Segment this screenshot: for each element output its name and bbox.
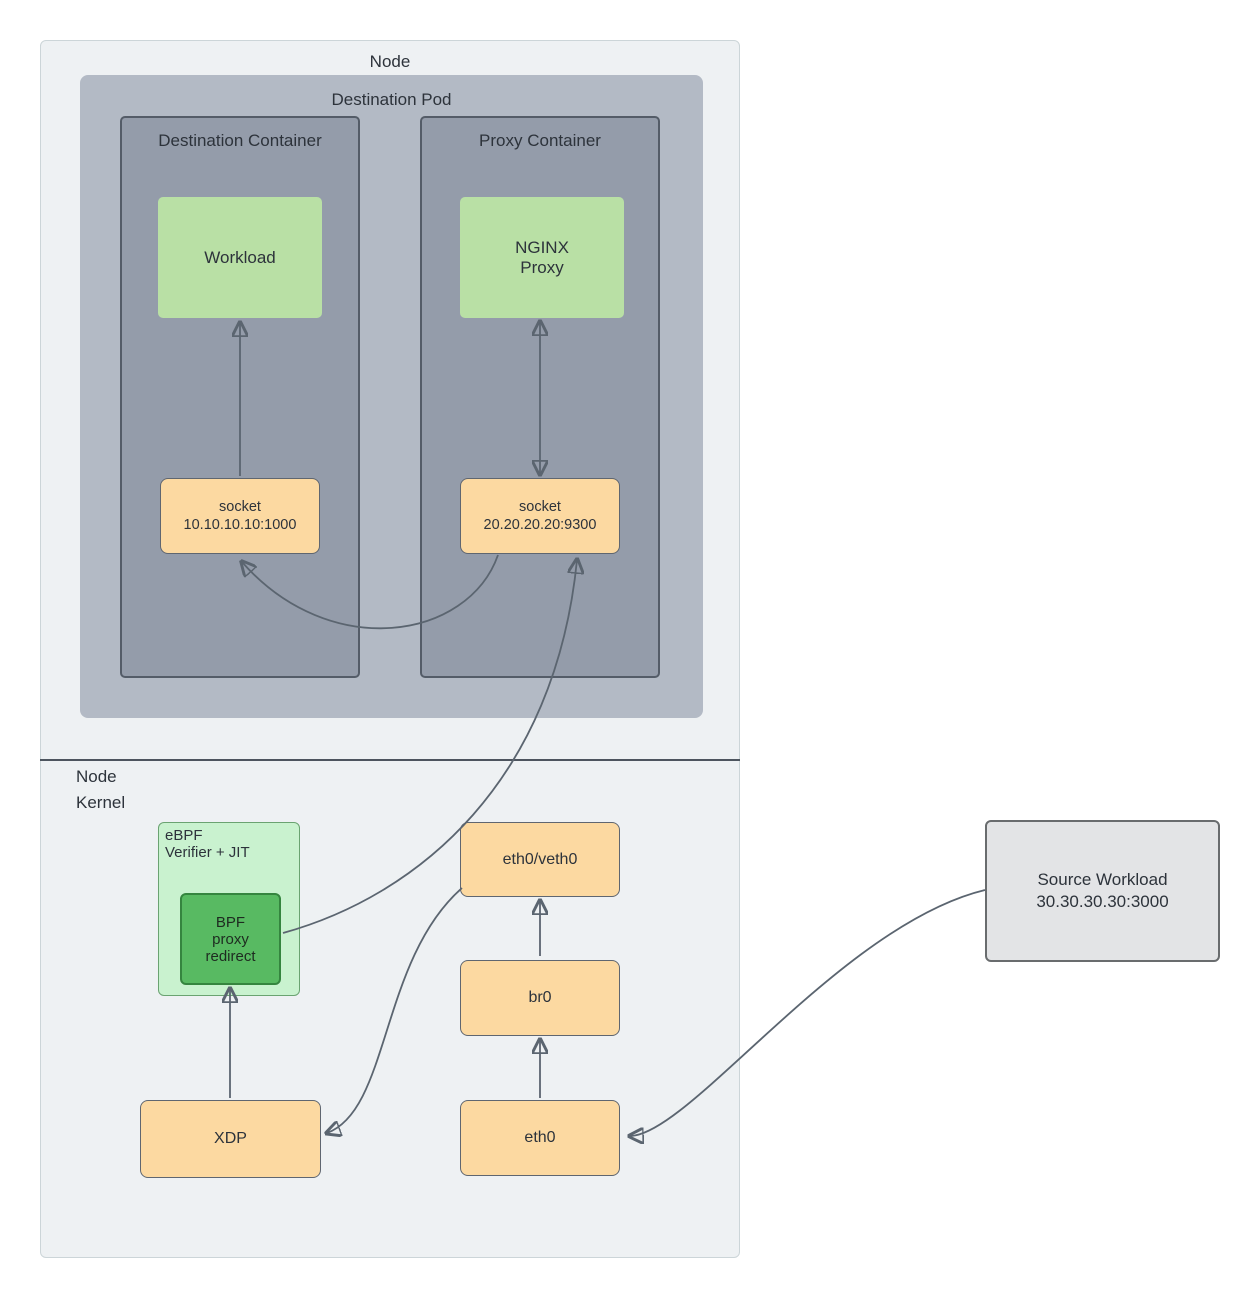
proxy-socket-node: socket 20.20.20.20:9300 [460, 478, 620, 554]
destination-socket-address: 10.10.10.10:1000 [183, 517, 297, 533]
workload-node: Workload [158, 197, 322, 318]
ebpf-verifier-title: eBPF Verifier + JIT [165, 827, 250, 861]
proxy-container-title: Proxy Container [479, 131, 601, 150]
destination-pod-title: Destination Pod [331, 90, 452, 109]
bpf-proxy-redirect-node: BPF proxy redirect [180, 893, 281, 985]
eth0-veth0-node: eth0/veth0 [460, 822, 620, 897]
source-workload-address: 30.30.30.30:3000 [1036, 892, 1169, 911]
node-kernel-title: Node Kernel [76, 767, 126, 813]
destination-socket-label: socket [219, 499, 261, 515]
destination-container-title: Destination Container [158, 131, 322, 150]
destination-socket-node: socket 10.10.10.10:1000 [160, 478, 320, 554]
proxy-socket-label: socket [519, 499, 561, 515]
nginx-proxy-node: NGINX Proxy [460, 197, 624, 318]
node-title: Node [369, 52, 411, 71]
br0-node: br0 [460, 960, 620, 1036]
xdp-node: XDP [140, 1100, 321, 1178]
source-workload-label: Source Workload [1037, 870, 1168, 889]
eth0-node: eth0 [460, 1100, 620, 1176]
proxy-socket-address: 20.20.20.20:9300 [483, 517, 597, 533]
source-workload-node: Source Workload 30.30.30.30:3000 [985, 820, 1220, 962]
